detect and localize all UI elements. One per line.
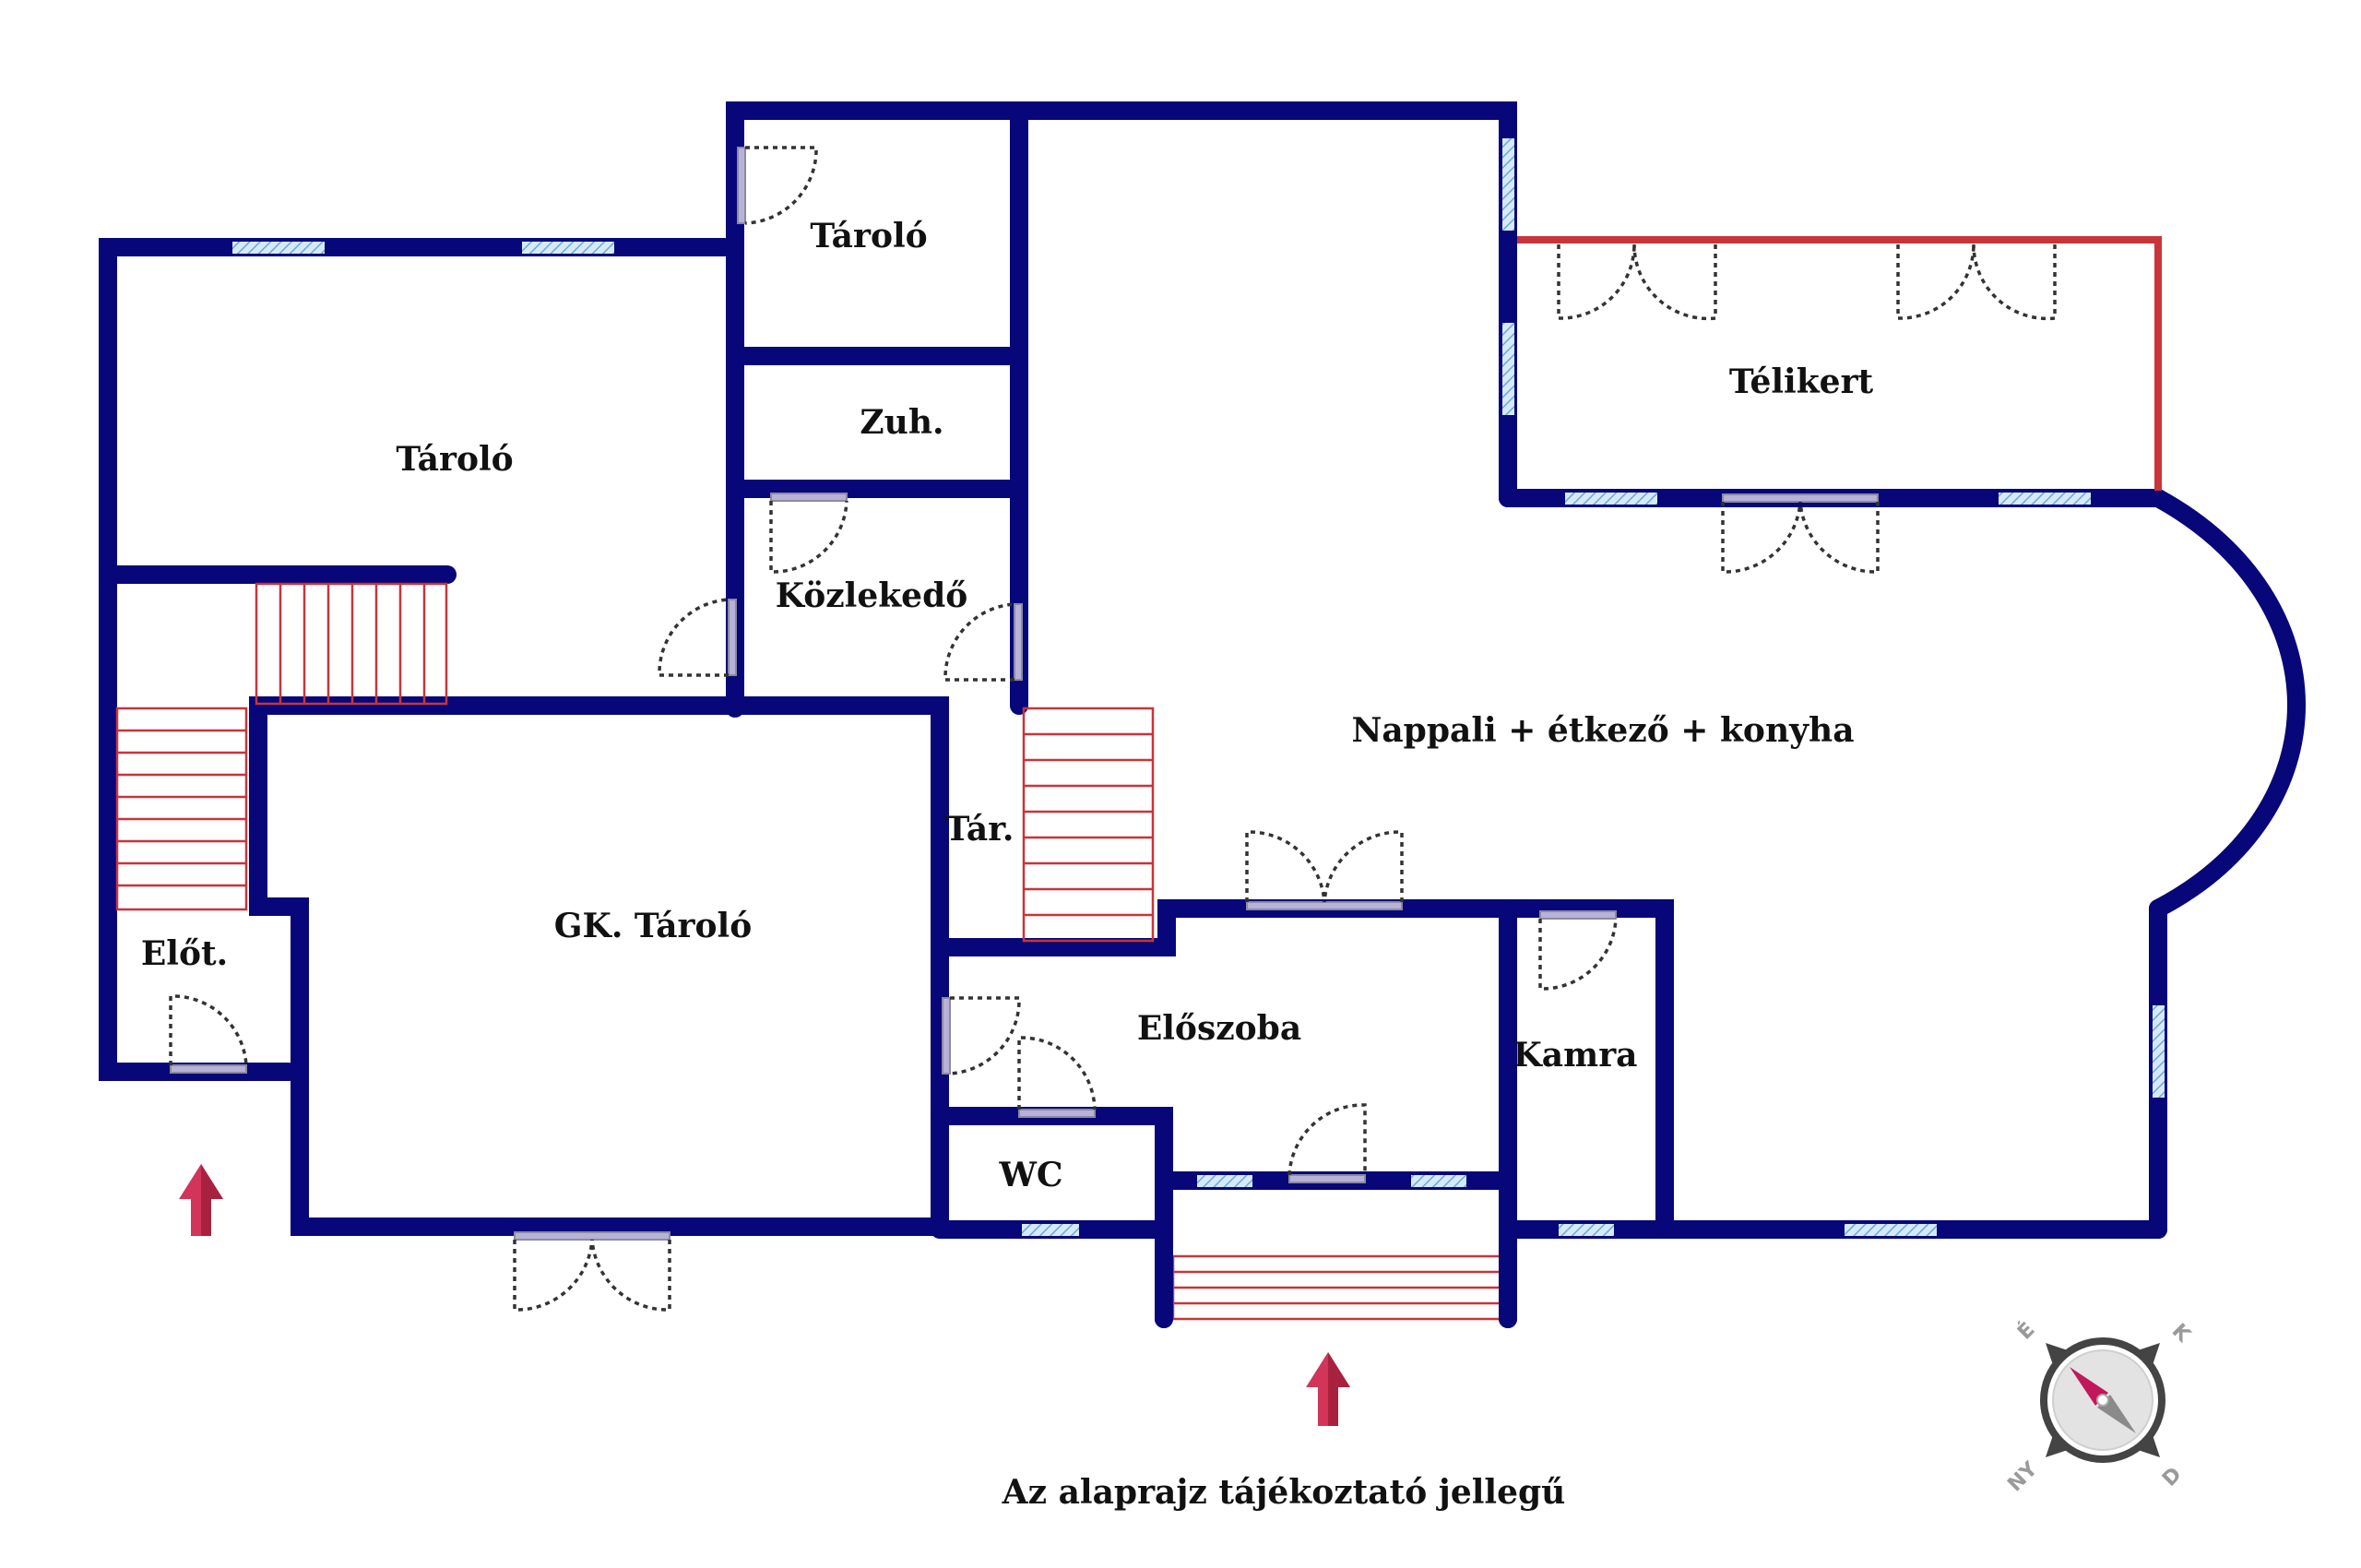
room-label-kozlekedo: Közlekedő [776,576,968,615]
room-label-wc: WC [998,1156,1062,1194]
stairs [115,582,1517,1328]
entrance-arrow-icon [179,1164,223,1236]
room-label-telikert: Télikert [1729,362,1874,401]
room-label-elot: Előt. [141,934,228,973]
plan-disclaimer: Az alaprajz tájékoztató jellegű [1002,1473,1566,1512]
room-label-kamra: Kamra [1513,1036,1638,1075]
compass-south: D [2158,1463,2187,1491]
telikert-glazing [1517,236,2162,491]
room-label-gk-tarolo: GK. Tároló [554,907,752,945]
compass-east: K [2167,1320,2195,1348]
entrance-arrow-icon [1306,1352,1350,1426]
compass-west: NY [2003,1457,2043,1497]
room-label-tarolo-left: Tároló [396,440,513,479]
walls [99,101,2306,1328]
room-label-zuh: Zuh. [860,403,943,442]
room-label-nappali: Nappali + étkező + konyha [1351,711,1854,750]
windows [232,138,2165,1236]
compass-north: É [2013,1318,2040,1345]
room-label-eloszoba: Előszoba [1137,1009,1301,1048]
room-label-tar: Tár. [945,810,1014,849]
compass-icon: É K D NY [2003,1318,2195,1497]
room-label-tarolo-top: Tároló [810,217,927,255]
doors [169,146,2057,1312]
